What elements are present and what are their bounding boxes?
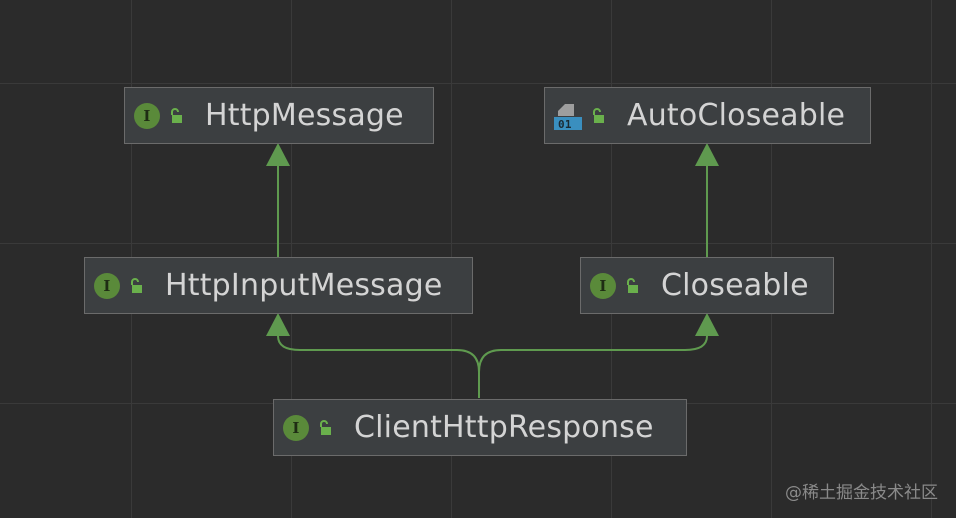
interface-icon: I [590, 272, 616, 299]
node-closeable[interactable]: I Closeable [580, 257, 834, 314]
arrowhead-httpinputmessage [266, 313, 290, 336]
interface-icon: I [94, 272, 120, 299]
unlock-icon [131, 278, 142, 293]
watermark: @稀土掘金技术社区 [785, 483, 938, 503]
arrowhead-autocloseable [695, 143, 719, 166]
svg-text:01: 01 [558, 118, 572, 130]
node-label: HttpInputMessage [165, 268, 443, 303]
node-http-input-message[interactable]: I HttpInputMessage [84, 257, 473, 314]
node-client-http-response[interactable]: I ClientHttpResponse [273, 399, 687, 456]
node-http-message[interactable]: I HttpMessage [124, 87, 434, 144]
binary-interface-icon: 01 [554, 103, 582, 130]
arrowhead-httpmessage [266, 143, 290, 166]
interface-icon: I [134, 102, 160, 129]
edge-clienthttpresponse-to-closeable [478, 330, 708, 398]
node-label: ClientHttpResponse [354, 410, 654, 445]
unlock-icon [593, 108, 604, 123]
node-label: HttpMessage [205, 98, 404, 133]
unlock-icon [320, 420, 331, 435]
node-label: AutoCloseable [627, 98, 846, 133]
node-auto-closeable[interactable]: 01 AutoCloseable [544, 87, 871, 144]
interface-icon: I [283, 414, 309, 441]
node-label: Closeable [661, 268, 809, 303]
edge-clienthttpresponse-to-httpinputmessage [277, 330, 480, 398]
arrowhead-closeable [695, 313, 719, 336]
unlock-icon [627, 278, 638, 293]
unlock-icon [171, 108, 182, 123]
